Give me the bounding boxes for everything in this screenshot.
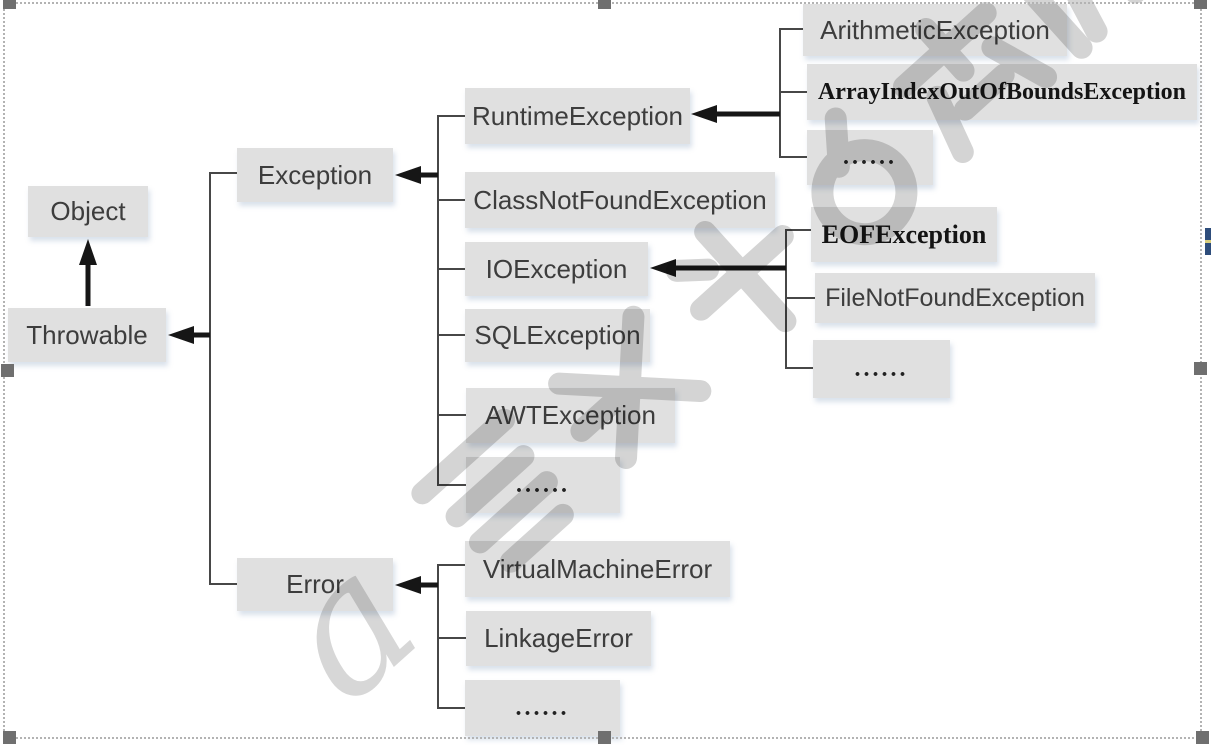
node-exception-ellipsis[interactable]: ...... [466,457,620,513]
node-error[interactable]: Error [237,558,393,611]
branch-to-exception-arrow-head [395,166,421,184]
node-runtime-ellipsis[interactable]: ...... [807,130,933,185]
node-class-not-found-exception[interactable]: ClassNotFoundException [465,172,775,228]
throwable-children-bracket [209,172,237,585]
selection-handle-top-left[interactable] [3,0,16,9]
selection-handle-bottom-middle[interactable] [598,731,611,744]
node-file-not-found-exception[interactable]: FileNotFoundException [815,273,1095,323]
node-sql-exception[interactable]: SQLException [465,309,650,362]
branch-to-runtime-arrow-head [691,105,717,123]
node-object[interactable]: Object [28,186,148,237]
selection-handle-middle-left[interactable] [1,364,14,377]
selection-handle-bottom-right[interactable] [1196,731,1209,744]
node-virtual-machine-error[interactable]: VirtualMachineError [465,541,730,597]
node-awt-exception[interactable]: AWTException [466,388,675,443]
throwable-to-object-arrow-head [79,239,97,265]
selection-handle-top-right[interactable] [1194,0,1207,9]
error-children-bracket [437,564,465,709]
selection-handle-top-middle[interactable] [598,0,611,9]
branch-to-io-arrow-head [650,259,676,277]
branch-to-throwable-arrow-head [168,326,194,344]
node-exception[interactable]: Exception [237,148,393,202]
selection-handle-bottom-left[interactable] [3,731,16,744]
node-arithmetic-exception[interactable]: ArithmeticException [803,4,1067,56]
node-runtime-exception[interactable]: RuntimeException [465,88,690,144]
node-eof-exception[interactable]: EOFException [811,207,997,262]
io-children-bracket [785,229,813,369]
selection-handle-middle-right[interactable] [1194,362,1207,375]
exception-children-bracket [437,115,466,486]
node-io-exception[interactable]: IOException [465,242,648,296]
clipped-edge-artifact-stripe [1205,240,1211,243]
watermark-letter: a [236,514,456,741]
node-array-index-out-of-bounds-exception[interactable]: ArrayIndexOutOfBoundsException [807,64,1197,120]
node-linkage-error[interactable]: LinkageError [466,611,651,666]
node-error-ellipsis[interactable]: ...... [465,680,620,736]
clipped-edge-artifact [1205,228,1211,255]
node-throwable[interactable]: Throwable [8,308,166,362]
branch-to-error-arrow-head [395,576,421,594]
node-io-ellipsis[interactable]: ...... [813,340,950,398]
